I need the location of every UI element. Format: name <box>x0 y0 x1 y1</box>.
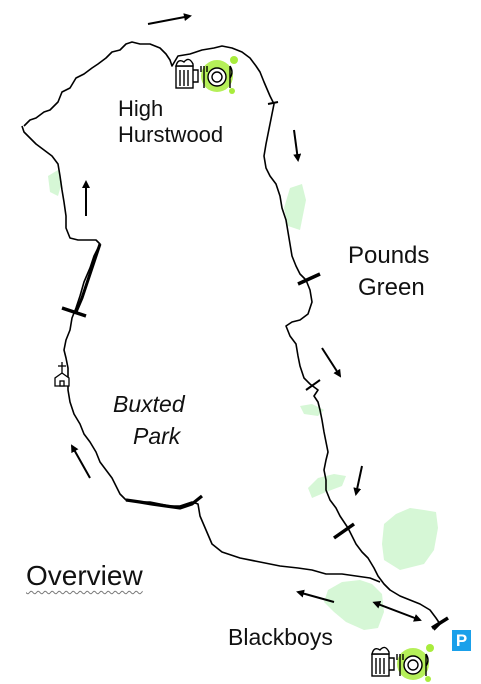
woodland-patch <box>48 170 62 196</box>
direction-arrow-icon <box>71 444 91 479</box>
place-label-blackboys: Blackboys <box>228 624 333 650</box>
woodland-areas <box>48 170 438 630</box>
pub-restaurant-blackboys <box>371 644 434 682</box>
direction-arrow-icon <box>372 600 422 622</box>
walking-route-south <box>21 125 381 583</box>
place-label-line: Park <box>133 423 181 449</box>
highlighted-route-segments <box>74 243 203 510</box>
place-label-buxted-park: Buxted Park <box>113 388 185 452</box>
direction-arrow-icon <box>293 129 302 162</box>
pub-icon <box>175 58 199 89</box>
road-crossing <box>305 379 321 391</box>
road-crossing <box>332 522 356 540</box>
parking-icon: P <box>452 630 471 651</box>
direction-arrow-icon <box>353 465 363 496</box>
restaurant-icon <box>200 65 233 88</box>
thick-route-segment <box>125 494 203 510</box>
direction-arrow-icon <box>296 589 335 603</box>
pub-restaurant-high-hurstwood <box>175 56 238 94</box>
woodland-patch <box>382 508 438 570</box>
walking-route <box>23 41 441 631</box>
thick-route-segment <box>74 243 102 313</box>
road-crossings <box>61 101 449 630</box>
place-label-high-hurstwood: High Hurstwood <box>118 96 223 148</box>
pub-icon <box>371 646 395 677</box>
road-crossing <box>297 272 321 286</box>
place-label-line: Hurstwood <box>118 122 224 147</box>
woodland-patch <box>324 580 384 630</box>
direction-arrow-icon <box>321 347 342 378</box>
road-crossing <box>61 306 87 318</box>
church-icon <box>54 362 70 387</box>
direction-arrow-icon <box>147 13 192 25</box>
place-label-line: Green <box>358 274 425 301</box>
place-label-pounds-green: Pounds Green <box>348 240 429 304</box>
map-title: Overview <box>26 560 143 591</box>
woodland-patch <box>284 184 306 230</box>
woodland-patch <box>308 474 346 498</box>
road-crossing <box>267 101 279 105</box>
place-label-line: High <box>118 96 164 121</box>
place-label-line: Pounds <box>348 242 430 269</box>
road-crossing <box>431 616 449 630</box>
restaurant-icon <box>396 653 429 676</box>
woodland-patch <box>300 404 324 416</box>
place-label-line: Buxted <box>113 391 185 417</box>
direction-arrows <box>71 13 422 622</box>
